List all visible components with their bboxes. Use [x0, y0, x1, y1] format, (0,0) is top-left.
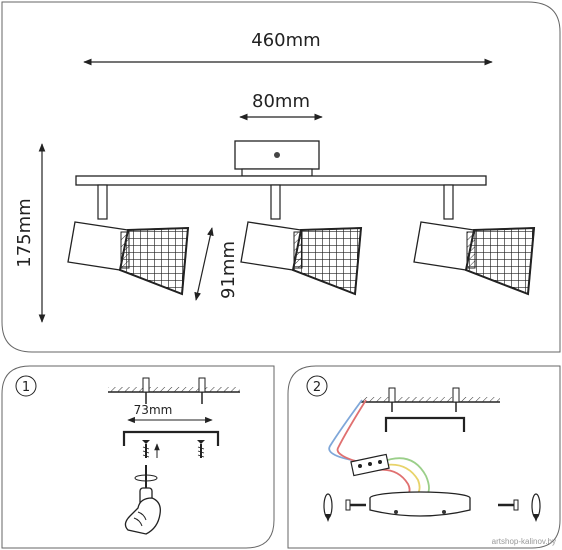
spotlight-3	[413, 184, 536, 296]
step2-screw-left-icon	[345, 499, 366, 511]
step1-ceiling-hatch	[108, 387, 240, 392]
width-dimension-label: 460mm	[251, 30, 320, 51]
step2-screw-right-icon	[498, 499, 519, 511]
spotlight-1	[67, 184, 190, 296]
step1-ceiling-anchor-right-icon	[198, 377, 206, 404]
step2-badge	[306, 375, 328, 397]
base-neck	[241, 168, 313, 177]
mounting-bar	[75, 175, 487, 186]
step1-spacing-label: 73mm	[134, 403, 173, 417]
height-dimension-label: 175mm	[14, 198, 35, 267]
step2-mounting-bracket	[384, 416, 466, 432]
step2-ceiling-hatch	[360, 397, 500, 402]
step2-number: 2	[313, 380, 321, 395]
step1-badge	[15, 375, 37, 397]
step1-mounting-bracket	[122, 430, 220, 446]
step2-wiring	[328, 399, 430, 497]
step2-ceiling-anchor-right-icon	[452, 387, 460, 412]
step1-panel-border	[1, 365, 275, 549]
step2-panel-border	[287, 365, 561, 549]
step1-ceiling-anchor-left-icon	[142, 377, 150, 404]
base-screw-icon	[274, 152, 280, 158]
lamp-dimension-line	[194, 227, 214, 301]
watermark: artshop-kalinov.by	[492, 537, 556, 546]
step1-number: 1	[22, 380, 30, 395]
top-panel-border	[1, 1, 561, 353]
step1-screw-left-icon	[142, 440, 150, 458]
step1-screw-right-icon	[197, 440, 205, 458]
rotate-right-icon	[531, 493, 541, 522]
step2-ceiling-anchor-left-icon	[388, 387, 396, 412]
spotlight-2	[240, 184, 363, 296]
ceiling-canopy	[369, 491, 471, 517]
base-dimension-label: 80mm	[252, 91, 310, 112]
lamp-dimension-label: 91mm	[218, 241, 239, 299]
terminal-block-icon	[350, 453, 390, 477]
rotate-left-icon	[323, 493, 333, 522]
screwdriver-hand-icon	[124, 465, 161, 535]
